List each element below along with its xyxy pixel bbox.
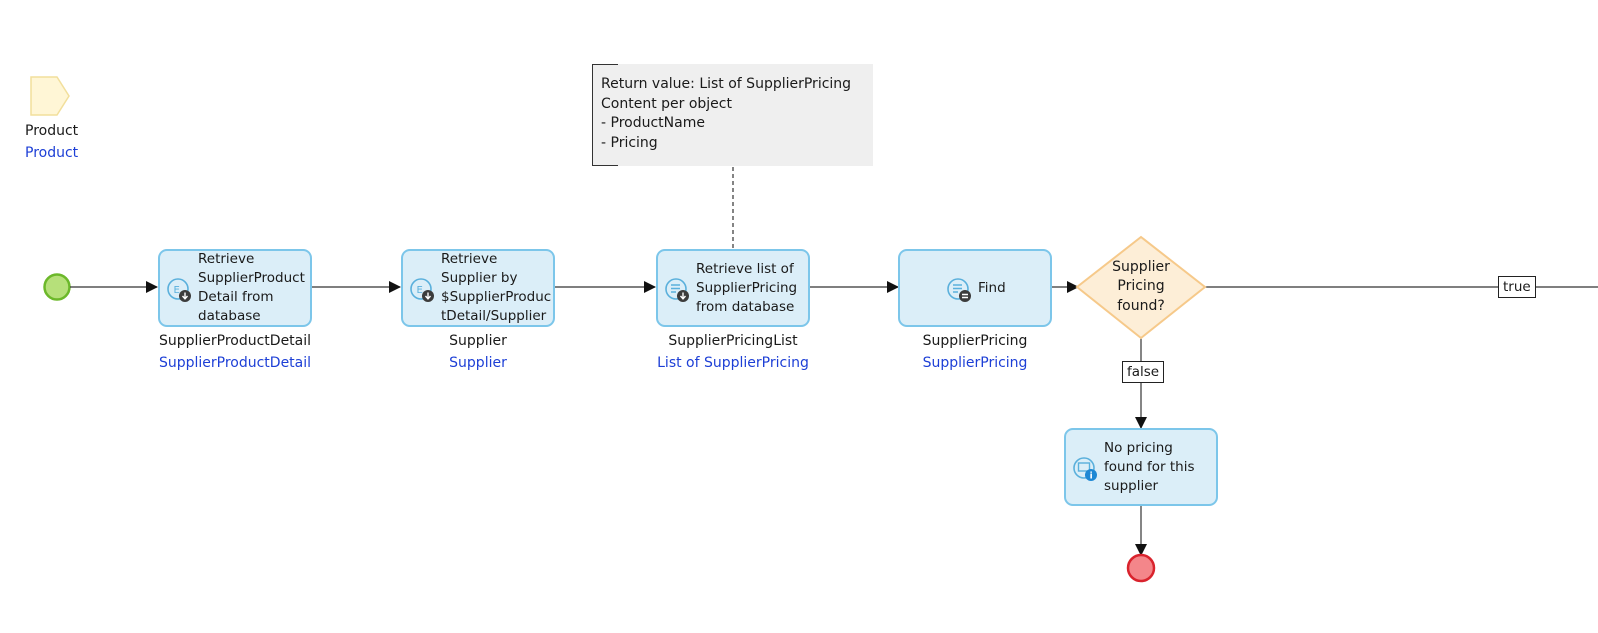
show-message-icon: i	[1073, 457, 1097, 482]
activity-text: Find	[978, 279, 1006, 296]
activity-output-name: Supplier	[449, 333, 507, 349]
annotation-note[interactable]: Return value: List of SupplierPricing Co…	[592, 64, 873, 166]
activity-text: Retrieve list of SupplierPricing from da…	[696, 260, 798, 315]
activity-text: Retrieve Supplier by $SupplierProduc tDe…	[441, 251, 551, 324]
activity-retrieve-supplierproductdetail[interactable]: E Retrieve SupplierProduct Detail from d…	[158, 249, 312, 327]
decision-diamond[interactable]	[1075, 235, 1207, 340]
parameter-name: Product	[25, 123, 79, 139]
svg-text:i: i	[1090, 472, 1093, 482]
activity-output-name: SupplierPricing	[922, 333, 1028, 349]
activity-retrieve-pricing-list[interactable]: Retrieve list of SupplierPricing from da…	[656, 249, 810, 327]
parameter-type: Product	[25, 145, 79, 161]
retrieve-database-icon: E	[167, 278, 191, 302]
activity-text: Retrieve SupplierProduct Detail from dat…	[198, 251, 305, 324]
activity-show-message[interactable]: i No pricing found for this supplier	[1064, 428, 1218, 506]
false-condition-label[interactable]: false	[1122, 361, 1165, 383]
find-list-icon	[947, 278, 971, 302]
annotation-bracket	[592, 64, 618, 166]
activity-output-name: SupplierProductDetail	[158, 333, 312, 349]
svg-text:E: E	[417, 285, 423, 296]
retrieve-database-icon: E	[410, 278, 434, 302]
activity-output-type: SupplierPricing	[922, 355, 1028, 371]
activity-output-type: List of SupplierPricing	[657, 355, 809, 371]
svg-text:E: E	[174, 285, 180, 296]
activity-output-type: Supplier	[449, 355, 507, 371]
true-condition-label[interactable]: true	[1498, 276, 1536, 298]
retrieve-list-icon	[665, 278, 689, 302]
end-event[interactable]	[1126, 553, 1156, 583]
activity-output-type: SupplierProductDetail	[158, 355, 312, 371]
decision-text: Supplier Pricing found?	[1112, 258, 1170, 314]
parameter-shape[interactable]	[30, 76, 70, 116]
activity-output-name: SupplierPricingList	[668, 333, 798, 349]
activity-text: No pricing found for this supplier	[1104, 439, 1195, 494]
activity-find[interactable]: Find	[898, 249, 1052, 327]
start-event[interactable]	[43, 273, 71, 301]
activity-retrieve-supplier[interactable]: E Retrieve Supplier by $SupplierProduc t…	[401, 249, 555, 327]
